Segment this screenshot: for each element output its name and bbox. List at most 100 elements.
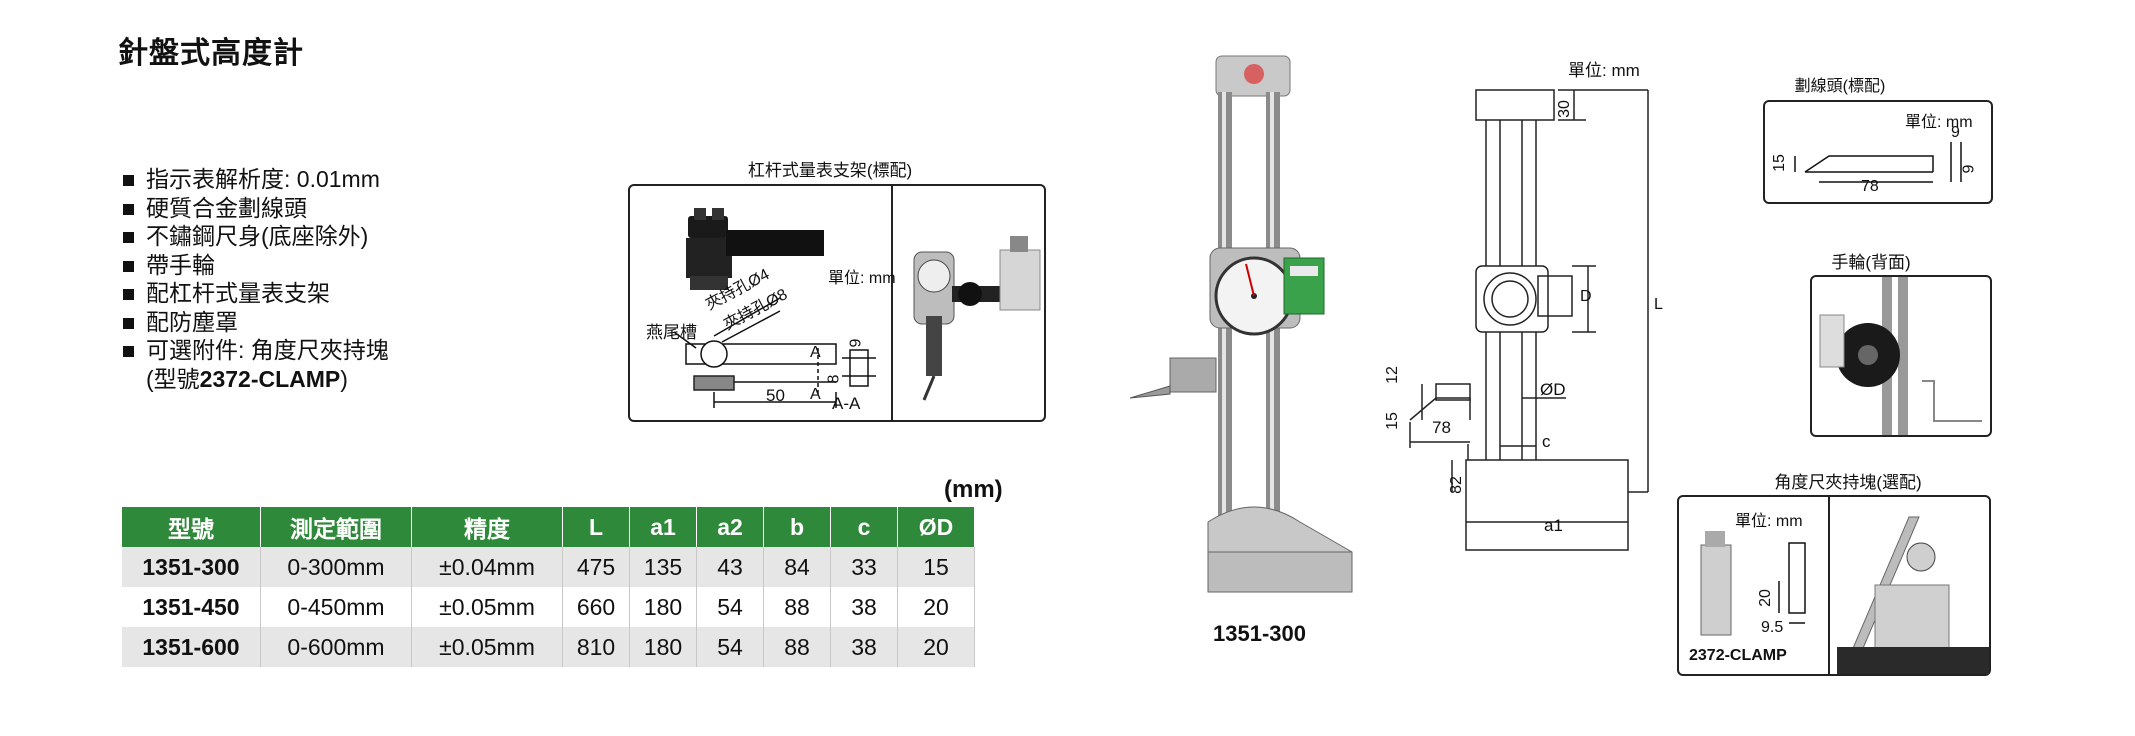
dimension-drawing xyxy=(1409,89,1649,551)
handwheel-panel xyxy=(1810,275,1992,437)
clamp-drawing xyxy=(1700,497,1989,674)
cell-range: 0-450mm xyxy=(260,587,412,627)
product-model-label: 1351-300 xyxy=(1213,621,1306,646)
header-L: L xyxy=(562,507,630,547)
page-title: 針盤式高度計 xyxy=(118,37,304,70)
drawing-unit: 單位: mm xyxy=(1568,61,1640,80)
cell-L: 660 xyxy=(562,587,630,627)
cell-b: 84 xyxy=(763,547,831,587)
lever-holder-panel: 單位: mm 燕尾槽 夾持孔Ø4 夾持孔Ø8 50 9 8 A A A-A xyxy=(628,184,1046,422)
height-gauge-photo-icon xyxy=(1130,55,1353,593)
cell-OD: 20 xyxy=(897,627,975,667)
cell-OD: 15 xyxy=(897,547,975,587)
scriber-caption: 劃線頭(標配) xyxy=(1794,78,1886,95)
feature-cont-prefix: (型號 xyxy=(146,365,200,392)
cell-range: 0-300mm xyxy=(260,547,412,587)
holder-drawing-lines xyxy=(673,297,876,408)
cell-a2: 54 xyxy=(696,627,764,667)
scriber-dim-9a: 9 xyxy=(1951,124,1960,141)
feature-list: 指示表解析度: 0.01mm 硬質合金劃線頭 不鏽鋼尺身(底座除外) 帶手輪 配… xyxy=(120,165,389,393)
scriber-panel: 單位: mm 9 15 78 9 xyxy=(1763,100,1993,204)
header-a1: a1 xyxy=(629,507,697,547)
cell-c: 38 xyxy=(830,587,898,627)
cell-model: 1351-600 xyxy=(122,627,261,667)
feature-item: 帶手輪 xyxy=(120,251,389,280)
dim-8-label: 8 xyxy=(825,374,843,384)
clamp-dim-95: 9.5 xyxy=(1761,619,1784,636)
cell-c: 33 xyxy=(830,547,898,587)
cell-a1: 180 xyxy=(629,627,697,667)
section-a-top: A xyxy=(810,344,821,361)
handwheel-photo-icon xyxy=(1819,277,1982,435)
dim-L: L xyxy=(1654,296,1663,313)
cell-a2: 54 xyxy=(696,587,764,627)
section-label: A-A xyxy=(832,394,861,413)
dim-D: D xyxy=(1580,288,1592,305)
cell-L: 475 xyxy=(562,547,630,587)
feature-item: 不鏽鋼尺身(底座除外) xyxy=(120,222,389,251)
scriber-dim-15: 15 xyxy=(1770,154,1788,172)
dim-9-label: 9 xyxy=(847,338,865,348)
dim-c: c xyxy=(1542,432,1551,451)
scriber-dim-78: 78 xyxy=(1861,178,1879,195)
dim-12: 12 xyxy=(1383,366,1401,384)
feature-cont-suffix: ) xyxy=(340,365,348,392)
cell-model: 1351-300 xyxy=(122,547,261,587)
header-c: c xyxy=(830,507,898,547)
cell-accuracy: ±0.04mm xyxy=(411,547,563,587)
cell-OD: 20 xyxy=(897,587,975,627)
table-header-row: 型號 測定範圍 精度 L a1 a2 b c ØD xyxy=(122,507,975,547)
dim-15: 15 xyxy=(1383,412,1401,430)
section-a-bottom: A xyxy=(810,386,821,403)
lever-holder-drawing xyxy=(673,186,1041,420)
scriber-unit: 單位: mm xyxy=(1905,114,1973,131)
dim-a1: a1 xyxy=(1544,516,1563,535)
lever-holder-caption: 杠杆式量表支架(標配) xyxy=(747,161,913,180)
cell-a1: 180 xyxy=(629,587,697,627)
header-model: 型號 xyxy=(122,507,261,547)
clamp-model: 2372-CLAMP xyxy=(1689,647,1787,664)
lever-indicator-photo-icon xyxy=(913,236,1041,401)
header-accuracy: 精度 xyxy=(411,507,563,547)
lever-unit: 單位: mm xyxy=(828,270,896,287)
header-a2: a2 xyxy=(696,507,764,547)
dim-30: 30 xyxy=(1555,100,1573,118)
clamp-unit: 單位: mm xyxy=(1735,513,1803,530)
dim-50-label: 50 xyxy=(766,386,785,405)
table-row: 1351-450 0-450mm ±0.05mm 660 180 54 88 3… xyxy=(122,587,975,627)
cell-a2: 43 xyxy=(696,547,764,587)
clamp-panel: 單位: mm 20 9.5 2372-CLAMP xyxy=(1677,495,1991,676)
clamp-model-number: 2372-CLAMP xyxy=(199,365,341,392)
table-unit: (mm) xyxy=(944,476,1003,503)
feature-item: 配杠杆式量表支架 xyxy=(120,279,389,308)
cell-model: 1351-450 xyxy=(122,587,261,627)
cell-b: 88 xyxy=(763,627,831,667)
clamp-dim-20: 20 xyxy=(1756,589,1774,607)
spec-table: 型號 測定範圍 精度 L a1 a2 b c ØD 1351-300 0-300… xyxy=(122,507,975,667)
feature-item: 硬質合金劃線頭 xyxy=(120,194,389,223)
cell-accuracy: ±0.05mm xyxy=(411,627,563,667)
header-b: b xyxy=(763,507,831,547)
header-range: 測定範圍 xyxy=(260,507,412,547)
feature-item-continuation: (型號2372-CLAMP) xyxy=(120,365,389,394)
feature-item: 可選附件: 角度尺夾持塊 xyxy=(120,336,389,365)
cell-b: 88 xyxy=(763,587,831,627)
clamp-caption: 角度尺夾持塊(選配) xyxy=(1774,473,1922,492)
dim-82: 82 xyxy=(1447,476,1465,494)
handwheel-caption: 手輪(背面) xyxy=(1831,253,1911,272)
dovetail-label: 燕尾槽 xyxy=(646,323,697,342)
cell-a1: 135 xyxy=(629,547,697,587)
table-row: 1351-600 0-600mm ±0.05mm 810 180 54 88 3… xyxy=(122,627,975,667)
cell-accuracy: ±0.05mm xyxy=(411,587,563,627)
feature-item: 指示表解析度: 0.01mm xyxy=(120,165,389,194)
holder-photo-icon xyxy=(686,208,824,290)
dim-OD: ØD xyxy=(1540,380,1566,399)
feature-item: 配防塵罩 xyxy=(120,308,389,337)
scriber-drawing xyxy=(1794,142,1962,183)
header-OD: ØD xyxy=(897,507,975,547)
scriber-dim-9b: 9 xyxy=(1960,164,1978,174)
dim-78: 78 xyxy=(1432,418,1451,437)
table-row: 1351-300 0-300mm ±0.04mm 475 135 43 84 3… xyxy=(122,547,975,587)
cell-range: 0-600mm xyxy=(260,627,412,667)
cell-L: 810 xyxy=(562,627,630,667)
